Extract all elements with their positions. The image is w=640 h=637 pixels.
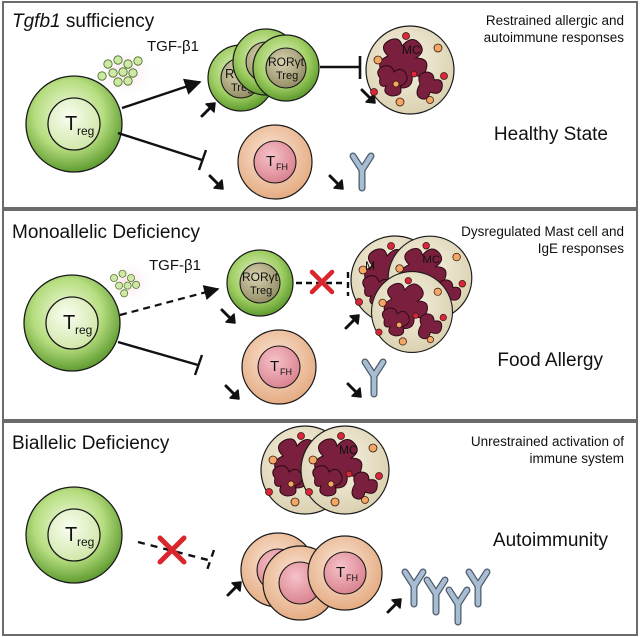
decrease-arrow-ror-2: [220, 308, 237, 325]
mast-cell-1: MC: [365, 25, 455, 115]
mc-label-3: MC: [339, 443, 358, 457]
ror-treg-label-2: Treg: [250, 285, 272, 297]
mast-cell-2c: [370, 270, 454, 354]
antibody-3b: [427, 580, 445, 612]
tfh-cell-3c: T FH: [307, 535, 383, 611]
weak-activation-arrow-2: [119, 285, 220, 317]
panel-1-frame: [2, 1, 638, 209]
panel-2-desc-line2: IgE responses: [538, 241, 625, 256]
increase-arrow-ror-1: [200, 101, 217, 118]
inhibition-line-2: [117, 340, 204, 376]
block-x-icon-3: [157, 535, 187, 565]
decrease-arrow-tfh-2: [224, 384, 241, 401]
tfh-label-3: T: [336, 564, 345, 581]
treg-sub-label-2: reg: [75, 323, 92, 337]
antibody-1: [353, 156, 371, 188]
mast-cell-2a: M: [350, 235, 440, 325]
treg-sub-label: reg: [77, 124, 94, 138]
tgf-beta1-dots-2: [110, 269, 141, 298]
treg-sub-label-3: reg: [77, 535, 94, 549]
treg-label-3: T: [65, 524, 77, 546]
panel-2-frame: [2, 209, 638, 421]
antibody-3d: [469, 572, 487, 604]
treg-cell-3: T reg: [25, 486, 123, 584]
panel-3-desc-line2: immune system: [529, 451, 624, 466]
tfh-sub-label-3: FH: [346, 573, 358, 583]
mc-label-2: MC: [422, 254, 440, 266]
panel-1-title: Tgfb1 sufficiency: [12, 11, 155, 32]
treg-label: T: [65, 113, 77, 135]
mc-partial-label: M: [365, 259, 375, 273]
ror-treg-cell-2: RORγt Treg: [226, 249, 294, 317]
tfh-label: T: [266, 153, 275, 170]
increase-arrow-ab-2: [346, 382, 363, 399]
increase-arrow-ab-3: [386, 597, 403, 614]
block-x-icon-2: [309, 269, 335, 295]
panel-1-desc-line1: Restrained allergic and: [486, 13, 624, 28]
antibody-3a: [405, 572, 423, 604]
panel-3-desc-line1: Unrestrained activation of: [471, 434, 624, 449]
panel-1-title-rest: sufficiency: [61, 11, 155, 32]
treg-cell-1: T reg: [25, 75, 123, 173]
panel-3-title: Biallelic Deficiency: [12, 433, 170, 454]
panel-1-state: Healthy State: [494, 124, 608, 145]
tfh-label-2: T: [270, 358, 279, 375]
decrease-arrow-tfh-1: [208, 174, 225, 191]
panel-3-frame: [2, 421, 638, 636]
panel-2-desc-line1: Dysregulated Mast cell and: [461, 224, 624, 239]
panel-1-desc-line2: autoimmune responses: [484, 30, 625, 45]
ror-label-2: RORγt: [242, 270, 279, 284]
treg-label-2: T: [63, 312, 75, 334]
tfh-cell-1: T FH: [237, 124, 313, 200]
increase-arrow-tfh-3: [226, 580, 243, 597]
inhibition-line-1: [117, 131, 208, 171]
tgf-label-2: TGF-β1: [149, 257, 201, 274]
panel-2-state: Food Allergy: [497, 350, 603, 371]
tfh-sub-label-2: FH: [280, 367, 292, 377]
treg-cell-2: T reg: [23, 274, 121, 372]
mc-label: MC: [402, 43, 421, 57]
panel-2-title: Monoallelic Deficiency: [12, 222, 200, 243]
panel-3-state: Autoimmunity: [493, 530, 609, 551]
mast-cell-2b: MC: [387, 235, 473, 321]
antibody-2: [365, 362, 383, 394]
ror-label: RORγt: [268, 55, 305, 69]
tgf-label-1: TGF-β1: [147, 38, 199, 55]
inhibition-to-mc-1: [320, 56, 362, 79]
ror-treg-label: Treg: [276, 70, 298, 82]
activation-arrow-1: [121, 78, 202, 110]
tfh-sub-label: FH: [276, 162, 288, 172]
decrease-arrow-ab-1: [328, 174, 345, 191]
increase-arrow-mc-2: [344, 313, 361, 330]
tfh-cell-2: T FH: [241, 329, 317, 405]
ror-treg-cell-front: RORγt Treg: [252, 34, 320, 102]
mast-cell-3b: MC: [300, 425, 390, 515]
antibody-3c: [449, 590, 467, 622]
panel-1-title-gene: Tgfb1: [12, 11, 61, 32]
blocked-inhibition-3: [137, 540, 216, 574]
